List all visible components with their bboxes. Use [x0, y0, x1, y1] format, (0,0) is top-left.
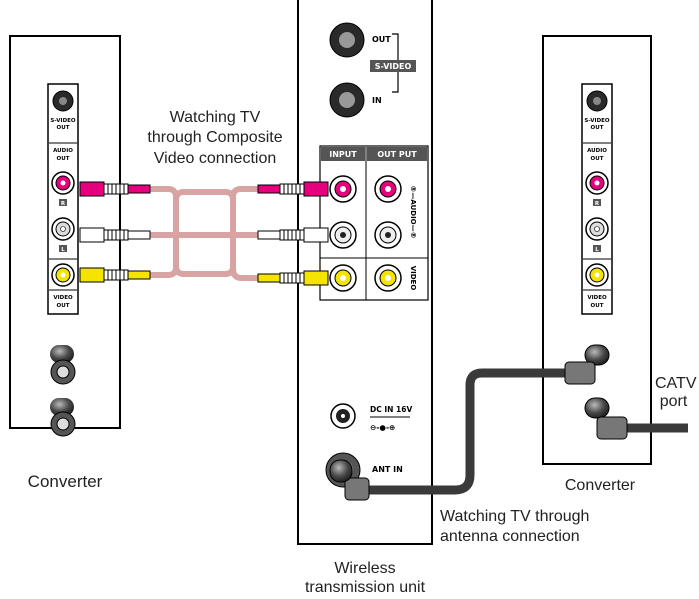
- svideo-badge-text: S-VIDEO: [375, 62, 412, 71]
- antenna-caption-2: antenna connection: [440, 528, 580, 545]
- rf-connector-lower: [50, 398, 76, 437]
- left-converter-label: Converter: [27, 472, 103, 491]
- video-out-label: VIDEO: [53, 295, 73, 301]
- audio-out-label: AUDIO: [53, 148, 73, 154]
- audio-r-jack: [51, 171, 75, 195]
- audio-l-jack: [51, 217, 75, 241]
- svideo-out-port-right: [586, 90, 608, 112]
- output-audio-l-jack: [374, 221, 402, 249]
- svideo-in-port-center: [329, 82, 365, 118]
- composite-cable-bundle: [150, 186, 258, 281]
- audio-r-badge: R: [61, 201, 66, 207]
- audio-r-jack-right: [585, 171, 609, 195]
- catv-port-label-1: CATV: [655, 375, 697, 392]
- video-out-label-right: VIDEO: [587, 295, 607, 301]
- right-converter-panel: S-VIDEO OUT AUDIO OUT R L VIDEO OUT: [542, 35, 652, 465]
- right-converter-label: Converter: [564, 477, 636, 494]
- audio-out-label-2: OUT: [57, 156, 70, 162]
- dc-in-label: DC IN 16V: [370, 405, 412, 414]
- video-out-label-right-2: OUT: [591, 303, 604, 309]
- svideo-out-label-right-2: OUT: [591, 125, 604, 131]
- ant-in-label: ANT IN: [372, 465, 403, 474]
- audio-l-badge: L: [61, 247, 65, 253]
- antenna-caption-1: Watching TV through: [440, 508, 590, 525]
- svideo-out-text: OUT: [372, 35, 391, 44]
- audio-r-badge-right: R: [595, 201, 600, 207]
- dc-in-jack: [330, 403, 356, 429]
- input-video-jack: [329, 264, 357, 292]
- right-converter-rf-upper: [564, 344, 610, 385]
- wireless-unit-label-1: Wireless: [334, 560, 396, 577]
- wireless-unit-label-2: transmission unit: [304, 579, 426, 596]
- video-side-label: VIDEO: [409, 266, 417, 291]
- svideo-out-label-2: OUT: [57, 125, 70, 131]
- svideo-in-text: IN: [372, 96, 382, 105]
- input-audio-l-jack: [329, 221, 357, 249]
- audio-out-label-right-2: OUT: [591, 156, 604, 162]
- svideo-out-port-center: [329, 22, 365, 58]
- audio-l-jack-right: [585, 217, 609, 241]
- left-plug-yellow: [79, 267, 151, 283]
- output-video-jack: [374, 264, 402, 292]
- left-plug-white: [79, 227, 151, 243]
- right-converter-rf-lower: [584, 397, 628, 440]
- rf-connector-upper: [50, 345, 76, 385]
- audio-side-label: ®—AUDIO—®: [409, 185, 417, 238]
- left-plug-red: [79, 181, 151, 197]
- ant-in-plug: [329, 459, 370, 501]
- center-plug-red: [257, 181, 329, 197]
- center-plug-yellow: [257, 270, 329, 286]
- svideo-badge: [370, 60, 416, 72]
- input-header: [321, 147, 365, 161]
- audio-l-badge-right: L: [595, 247, 599, 253]
- svideo-out-port: [52, 90, 74, 112]
- video-out-label-2: OUT: [57, 303, 70, 309]
- video-out-jack: [51, 263, 75, 287]
- input-audio-r-jack: [329, 175, 357, 203]
- composite-caption-1: Watching TV: [169, 109, 261, 126]
- audio-out-label-right: AUDIO: [587, 148, 607, 154]
- svideo-out-label-right: S-VIDEO: [584, 118, 609, 124]
- output-header: [367, 147, 427, 161]
- output-header-text: OUT PUT: [377, 150, 417, 159]
- wireless-unit-panel: OUT IN S-VIDEO INPUT OUT PUT: [297, 0, 433, 545]
- center-plug-white: [257, 227, 329, 243]
- video-out-jack-right: [585, 263, 609, 287]
- svideo-out-label: S-VIDEO: [50, 118, 75, 124]
- composite-caption-2: through Composite: [147, 129, 283, 146]
- input-header-text: INPUT: [329, 150, 357, 159]
- output-audio-r-jack: [374, 175, 402, 203]
- composite-caption-3: Video connection: [153, 150, 277, 167]
- dc-in-polarity: ⊖-●-⊕: [370, 423, 395, 432]
- catv-port-label-2: port: [659, 393, 688, 410]
